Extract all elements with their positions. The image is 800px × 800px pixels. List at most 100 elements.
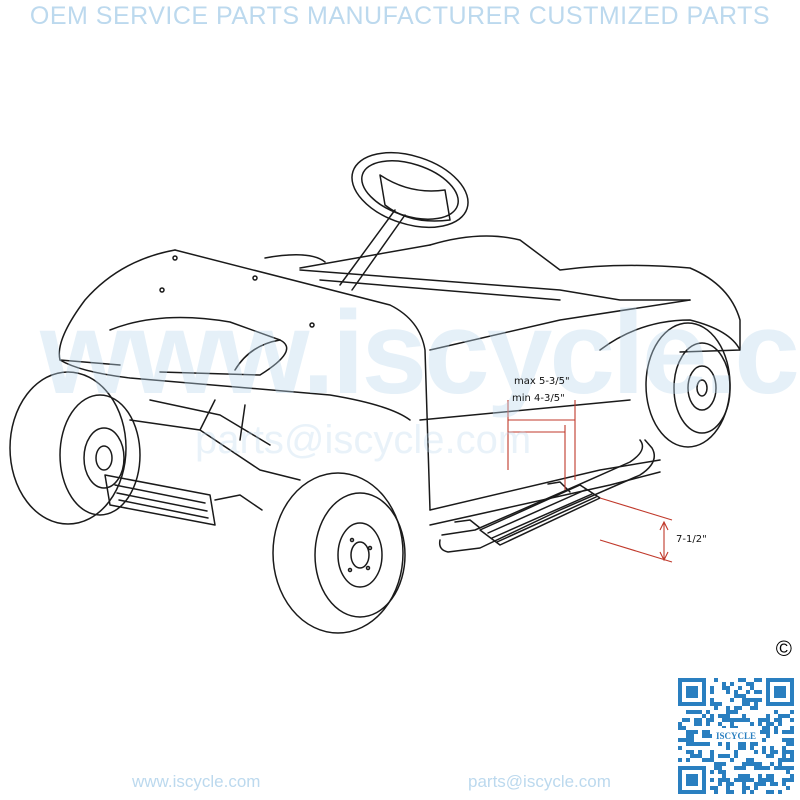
qr-module — [770, 762, 774, 766]
qr-module — [766, 790, 770, 794]
qr-module — [730, 722, 734, 726]
cart-seat — [299, 235, 741, 353]
qr-module — [750, 790, 754, 794]
qr-module — [730, 758, 734, 762]
qr-module — [766, 726, 770, 730]
qr-module — [762, 730, 766, 734]
qr-module — [686, 734, 690, 738]
qr-module — [730, 698, 734, 702]
qr-module — [762, 778, 766, 782]
qr-module — [766, 766, 770, 770]
qr-module — [742, 742, 746, 746]
qr-module — [726, 714, 730, 718]
qr-module — [686, 730, 690, 734]
qr-module — [682, 726, 686, 730]
qr-module — [738, 766, 742, 770]
qr-module — [726, 686, 730, 690]
qr-module — [742, 694, 746, 698]
qr-module — [742, 782, 746, 786]
qr-module — [762, 738, 766, 742]
qr-module — [686, 738, 690, 742]
qr-module — [790, 742, 794, 746]
qr-module — [726, 782, 730, 786]
qr-module — [738, 742, 742, 746]
qr-module — [678, 722, 682, 726]
qr-module — [714, 786, 718, 790]
qr-module — [750, 722, 754, 726]
qr-module — [698, 718, 702, 722]
qr-module — [754, 702, 758, 706]
qr-module — [762, 766, 766, 770]
qr-module — [718, 714, 722, 718]
qr-module — [746, 718, 750, 722]
qr-module — [718, 742, 722, 746]
qr-module — [738, 774, 742, 778]
qr-module — [698, 750, 702, 754]
qr-module — [746, 690, 750, 694]
qr-module — [722, 778, 726, 782]
qr-module — [750, 682, 754, 686]
qr-module — [710, 714, 714, 718]
banner-text: OEM SERVICE PARTS MANUFACTURER CUSTMIZED… — [29, 2, 771, 30]
qr-module — [754, 742, 758, 746]
qr-module — [686, 750, 690, 754]
qr-label: ISCYCLE — [716, 731, 756, 741]
qr-module — [722, 770, 726, 774]
qr-module — [722, 762, 726, 766]
qr-module — [750, 762, 754, 766]
footer-email[interactable]: parts@iscycle.com — [468, 772, 611, 791]
qr-module — [686, 742, 690, 746]
qr-module — [754, 786, 758, 790]
qr-module — [758, 722, 762, 726]
qr-module — [694, 718, 698, 722]
qr-module — [762, 726, 766, 730]
qr-module — [690, 754, 694, 758]
qr-module — [742, 678, 746, 682]
qr-module — [790, 758, 794, 762]
qr-module — [750, 746, 754, 750]
qr-module — [726, 746, 730, 750]
qr-module — [742, 778, 746, 782]
qr-module — [686, 758, 690, 762]
qr-module — [726, 778, 730, 782]
qr-module — [734, 710, 738, 714]
qr-module — [770, 746, 774, 750]
qr-module — [770, 790, 774, 794]
qr-module — [782, 730, 786, 734]
qr-module — [718, 722, 722, 726]
qr-module — [734, 694, 738, 698]
qr-module — [770, 782, 774, 786]
qr-module — [754, 766, 758, 770]
qr-module — [734, 718, 738, 722]
qr-module — [690, 750, 694, 754]
qr-module — [726, 710, 730, 714]
qr-module — [742, 746, 746, 750]
qr-module — [678, 738, 682, 742]
qr-module — [774, 730, 778, 734]
copyright-symbol: © — [775, 636, 792, 661]
qr-module — [770, 722, 774, 726]
qr-module — [790, 750, 794, 754]
qr-module — [738, 706, 742, 710]
qr-module — [722, 686, 726, 690]
footer-website[interactable]: www.iscycle.com — [132, 772, 261, 791]
qr-code[interactable]: ISCYCLE — [678, 678, 794, 794]
qr-module — [678, 758, 682, 762]
qr-module — [746, 682, 750, 686]
qr-module — [786, 778, 790, 782]
qr-module — [754, 750, 758, 754]
qr-module — [694, 730, 698, 734]
qr-module — [718, 782, 722, 786]
qr-module — [774, 718, 778, 722]
qr-module — [730, 682, 734, 686]
qr-module — [758, 718, 762, 722]
qr-module — [770, 750, 774, 754]
qr-module — [786, 742, 790, 746]
qr-module — [778, 722, 782, 726]
qr-module — [742, 698, 746, 702]
qr-module — [750, 698, 754, 702]
qr-module — [702, 730, 706, 734]
qr-module — [718, 762, 722, 766]
qr-module — [746, 774, 750, 778]
qr-module — [754, 690, 758, 694]
